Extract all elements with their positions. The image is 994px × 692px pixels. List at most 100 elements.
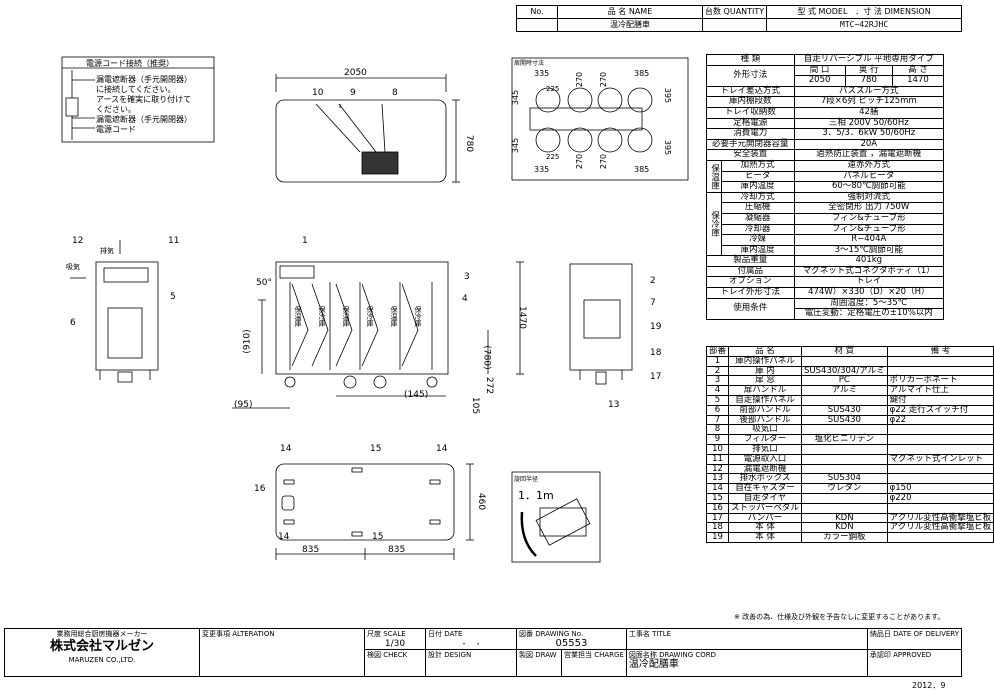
dim-front-height: 1470 xyxy=(516,306,527,329)
callout-10: 10 xyxy=(312,88,324,98)
table-row: 安全装置過熱防止装置 ，漏電遮断機 xyxy=(706,149,945,161)
cord-line2: に接続してください。 xyxy=(96,85,176,94)
callout-14b: 14 xyxy=(436,444,448,454)
part-no: 6 xyxy=(705,404,730,416)
part-remarks xyxy=(886,434,994,445)
spec-value: フィン&チューブ形 xyxy=(793,223,945,236)
spec-value: トレイ xyxy=(793,276,945,289)
spec-value: 42膳 xyxy=(793,106,945,119)
charge-label: 営業担当 CHARGE xyxy=(561,649,627,677)
scale-label: 尺度 SCALE xyxy=(367,630,406,638)
part-name: 電源取入口 xyxy=(728,453,803,465)
spec-dim-w: 間 口 xyxy=(793,64,846,77)
turning-radius-diagram xyxy=(511,471,601,563)
change-note: ※ 改善の為、仕様及び外観を予告なしに変更することがあります。 xyxy=(734,613,945,621)
part-name: 庫内操作パネル xyxy=(728,355,803,367)
door-label-6: 保冷庫 xyxy=(414,306,422,327)
dim-780: (780) xyxy=(481,345,492,370)
door-label-5: 保温庫 xyxy=(390,306,398,327)
table-row: 保温庫加熱方式遠赤外方式 xyxy=(706,159,945,193)
spec-value: 三相 200V 50/60Hz xyxy=(793,117,945,130)
dim-105: 105 xyxy=(470,396,481,415)
spec-label: 凝縮器 xyxy=(720,212,795,225)
spec-dim-d-value: 780 xyxy=(844,75,893,87)
door-opening-diagram xyxy=(511,57,689,181)
spec-value: 3〜15℃調節可能 xyxy=(793,244,945,257)
spec-value: 遠赤外方式 xyxy=(793,159,945,172)
door-label-3: 保温庫 xyxy=(342,306,350,327)
callout-8: 8 xyxy=(392,88,398,98)
part-no: 10 xyxy=(705,443,730,455)
dim-bottom-w2: 835 xyxy=(388,545,406,555)
spec-label: 安全装置 xyxy=(706,149,795,161)
part-name: 自走タイヤ xyxy=(728,492,803,504)
turning-radius-value: 1．1m xyxy=(518,489,554,502)
callout-11: 11 xyxy=(168,236,180,246)
part-remarks xyxy=(886,463,994,475)
door-dim-270c: 270 xyxy=(575,153,585,170)
title-label: 工事名 TITLE xyxy=(625,628,868,650)
scale-value: 1/30 xyxy=(384,639,406,649)
parts-head-remarks: 備 考 xyxy=(886,346,994,357)
dim-top-width: 2050 xyxy=(344,68,367,78)
door-label-4: 保冷庫 xyxy=(366,306,374,327)
part-no: 14 xyxy=(705,483,730,494)
callout-16: 16 xyxy=(254,484,266,494)
door-dim-270d: 270 xyxy=(599,153,609,170)
table-row: 圧縮機全密閉形 出力 750W xyxy=(707,202,945,214)
footer-title-block: 業務用総合厨房機器メーカー 株式会社マルゼン MARUZEN CO.,LTD. … xyxy=(4,628,963,677)
spec-dim-d: 奥 行 xyxy=(844,64,893,77)
spec-value: 3．5/3．6kW 50/60Hz xyxy=(793,128,945,140)
spec-label: 製品重量 xyxy=(706,255,795,267)
callout-19: 19 xyxy=(650,322,662,332)
drawing-no: 05553 xyxy=(555,638,588,649)
dim-95: (95) xyxy=(234,400,253,410)
callout-13: 13 xyxy=(608,400,620,410)
turning-radius-title: 旋回半径 xyxy=(514,476,539,483)
door-dim-270b: 270 xyxy=(599,71,609,88)
design-label: 設計 DESIGN xyxy=(425,649,517,677)
spec-label: 庫内棚段数 xyxy=(706,96,795,108)
part-remarks xyxy=(886,424,994,436)
part-remarks: φ22 走行スイッチ付 xyxy=(886,404,994,416)
part-name: フィルター xyxy=(728,434,803,445)
door-dim-385a: 385 xyxy=(634,69,650,78)
door-label-2: 保冷庫 xyxy=(318,306,326,327)
right-side-view xyxy=(569,263,633,385)
part-remarks xyxy=(886,355,994,367)
part-no: 1 xyxy=(705,355,730,367)
part-material xyxy=(801,502,888,514)
spec-value: 60〜80℃調節可能 xyxy=(793,181,945,193)
callout-5: 5 xyxy=(170,292,176,302)
part-remarks: アルマイト仕上 xyxy=(886,385,994,396)
door-dim-345a: 345 xyxy=(511,89,521,106)
part-material: 塩化ビニリデン xyxy=(801,434,888,445)
power-cord-diagram xyxy=(61,56,215,143)
callout-4: 4 xyxy=(462,294,468,304)
part-remarks: マグネット式インレット xyxy=(886,453,994,465)
delivery-label: 納品日 DATE OF DELIVERY xyxy=(866,628,963,650)
callout-6: 6 xyxy=(70,318,76,328)
spec-dim-w-value: 2050 xyxy=(793,75,846,87)
spec-label: 庫内温度 xyxy=(720,181,795,193)
drawing-no-label: 図番 DRAWING No. xyxy=(519,630,584,638)
callout-9: 9 xyxy=(350,88,356,98)
left-side-view xyxy=(70,240,159,383)
quantity-cell xyxy=(701,18,768,32)
drawing-year: 2012．9 xyxy=(912,681,946,690)
door-dim-270a: 270 xyxy=(575,71,585,88)
part-remarks xyxy=(886,443,994,455)
spec-label: 圧縮機 xyxy=(720,202,795,214)
door-dim-335a: 335 xyxy=(534,69,550,78)
bottom-view xyxy=(275,463,474,560)
